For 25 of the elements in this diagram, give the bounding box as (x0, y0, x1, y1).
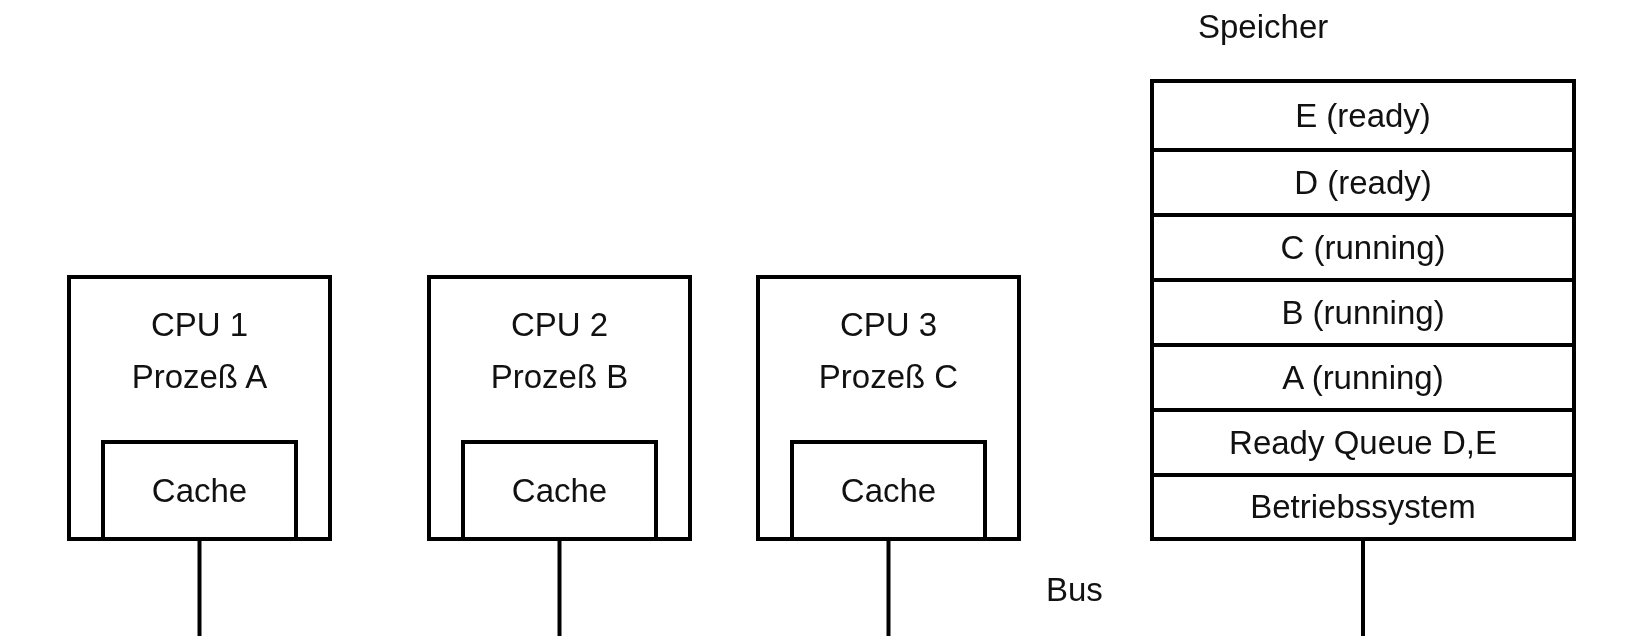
cpu-label: CPU 2 (510, 305, 609, 345)
bus-line (557, 541, 562, 636)
row-label: C (running) (1280, 227, 1446, 268)
row-label: Betriebssystem (1250, 487, 1476, 527)
bus-line (197, 541, 202, 636)
cpu-box (67, 275, 332, 541)
cpu-box (756, 275, 1021, 541)
row-label: A (running) (1282, 357, 1444, 398)
cache-label: Cache (840, 470, 937, 511)
memory-heading: Speicher (1198, 7, 1329, 47)
cache-label: Cache (511, 470, 608, 511)
process-label: Prozeß C (818, 357, 959, 397)
bus-label: Bus (1046, 570, 1103, 610)
cache-label: Cache (151, 470, 248, 511)
cpu-box (427, 275, 692, 541)
bus-line (1361, 541, 1365, 636)
cpu-label: CPU 3 (839, 305, 938, 345)
cpu-label: CPU 1 (150, 305, 249, 345)
process-label: Prozeß B (490, 357, 629, 397)
row-label: E (ready) (1295, 95, 1431, 136)
row-label: B (running) (1281, 292, 1445, 333)
bus-line (886, 541, 891, 636)
row-label: Ready Queue D,E (1229, 422, 1497, 463)
process-label: Prozeß A (131, 357, 268, 397)
row-label: D (ready) (1294, 162, 1432, 203)
